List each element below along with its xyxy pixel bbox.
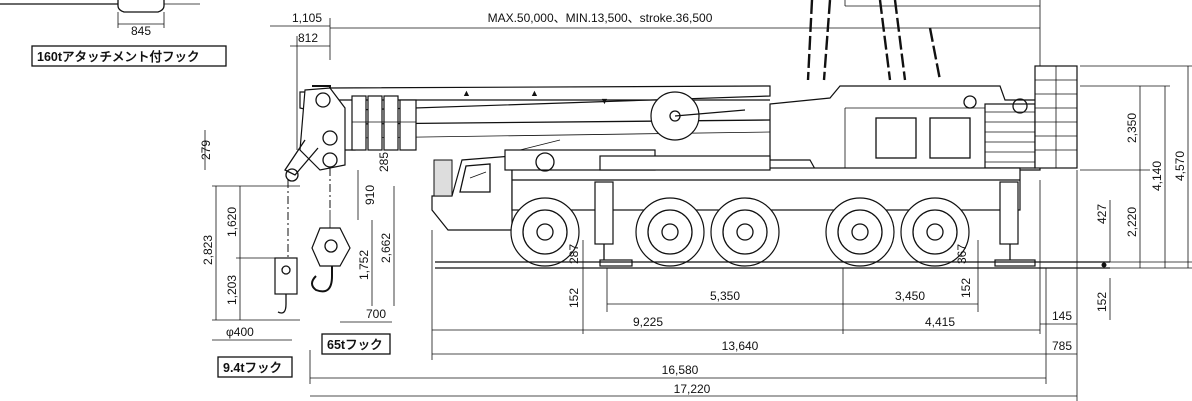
- bottom-dimensions: 287 152 5,350 3,450 152 367 9,225 4,415 …: [309, 170, 1078, 401]
- dim-1203: 1,203: [225, 275, 239, 305]
- hook-160t-label: 160tアタッチメント付フック: [37, 49, 200, 64]
- svg-text:▲: ▲: [462, 88, 471, 98]
- crane-boom: ▲ ▲ ▼: [284, 85, 771, 182]
- dim-16580: 16,580: [662, 363, 699, 377]
- dim-1620: 1,620: [225, 207, 239, 237]
- dim-5350: 5,350: [710, 289, 740, 303]
- dim-phi400: φ400: [226, 325, 254, 339]
- hook-65t: [311, 168, 351, 293]
- wheel-2: [635, 197, 705, 267]
- wheels: [510, 197, 970, 267]
- dim-812: 812: [298, 31, 318, 45]
- boom-cables: [806, 0, 942, 81]
- dim-1105: 1,105: [292, 11, 322, 25]
- dim-279: 279: [199, 140, 213, 160]
- svg-text:▼: ▼: [600, 96, 609, 106]
- left-dimensions: 279 1,620 2,823 1,203 φ400 9.4tフック: [199, 130, 300, 378]
- wheel-4: [825, 197, 895, 267]
- dim-2823: 2,823: [201, 235, 215, 265]
- dim-9225: 9,225: [633, 315, 663, 329]
- dim-3450: 3,450: [895, 289, 925, 303]
- hook-9t: [274, 180, 298, 314]
- top-dimensions: 1,105 812 MAX.50,000、MIN.13,500、stroke.3…: [270, 0, 1041, 150]
- dim-285: 285: [377, 152, 391, 172]
- ground-line: [435, 261, 1110, 269]
- dim-427: 427: [1095, 204, 1109, 224]
- dim-785: 785: [1052, 339, 1072, 353]
- wheel-1: [510, 197, 580, 267]
- dim-700: 700: [366, 307, 386, 321]
- dim-367: 367: [955, 244, 969, 264]
- hook-65t-label: 65tフック: [327, 338, 383, 352]
- dim-152-right: 152: [1095, 292, 1109, 312]
- right-dimensions: 2,350 4,140 4,570 427 2,220 152: [1080, 65, 1192, 320]
- dim-2350: 2,350: [1125, 113, 1139, 143]
- dim-4570: 4,570: [1173, 151, 1187, 181]
- dim-17220: 17,220: [674, 382, 711, 396]
- hook-9t-label-box: [217, 356, 293, 378]
- dim-13640: 13,640: [722, 339, 759, 353]
- hook-9t-label: 9.4tフック: [223, 361, 282, 375]
- hook-dimensions: 910 285 1,752 2,662 700 65tフック: [321, 152, 395, 355]
- dim-152-b: 152: [959, 278, 973, 298]
- wheel-3: [710, 197, 780, 267]
- dim-4415: 4,415: [925, 315, 955, 329]
- dim-2220: 2,220: [1125, 207, 1139, 237]
- svg-text:▲: ▲: [530, 88, 539, 98]
- superstructure: [769, 65, 1078, 179]
- stroke-note: MAX.50,000、MIN.13,500、stroke.36,500: [488, 11, 713, 25]
- wheel-5: [900, 197, 970, 267]
- dim-910: 910: [363, 185, 377, 205]
- dim-4140: 4,140: [1150, 161, 1164, 191]
- dim-2662: 2,662: [379, 233, 393, 263]
- dim-152-a: 152: [567, 288, 581, 308]
- hook-65t-label-box: [321, 333, 391, 355]
- dim-845: 845: [131, 24, 151, 38]
- dim-1752: 1,752: [357, 250, 371, 280]
- hook-160t-detail: 845 160tアタッチメント付フック: [0, 0, 227, 67]
- dim-287: 287: [567, 244, 581, 264]
- dim-145: 145: [1052, 309, 1072, 323]
- hook-160t-label-box: [31, 45, 227, 67]
